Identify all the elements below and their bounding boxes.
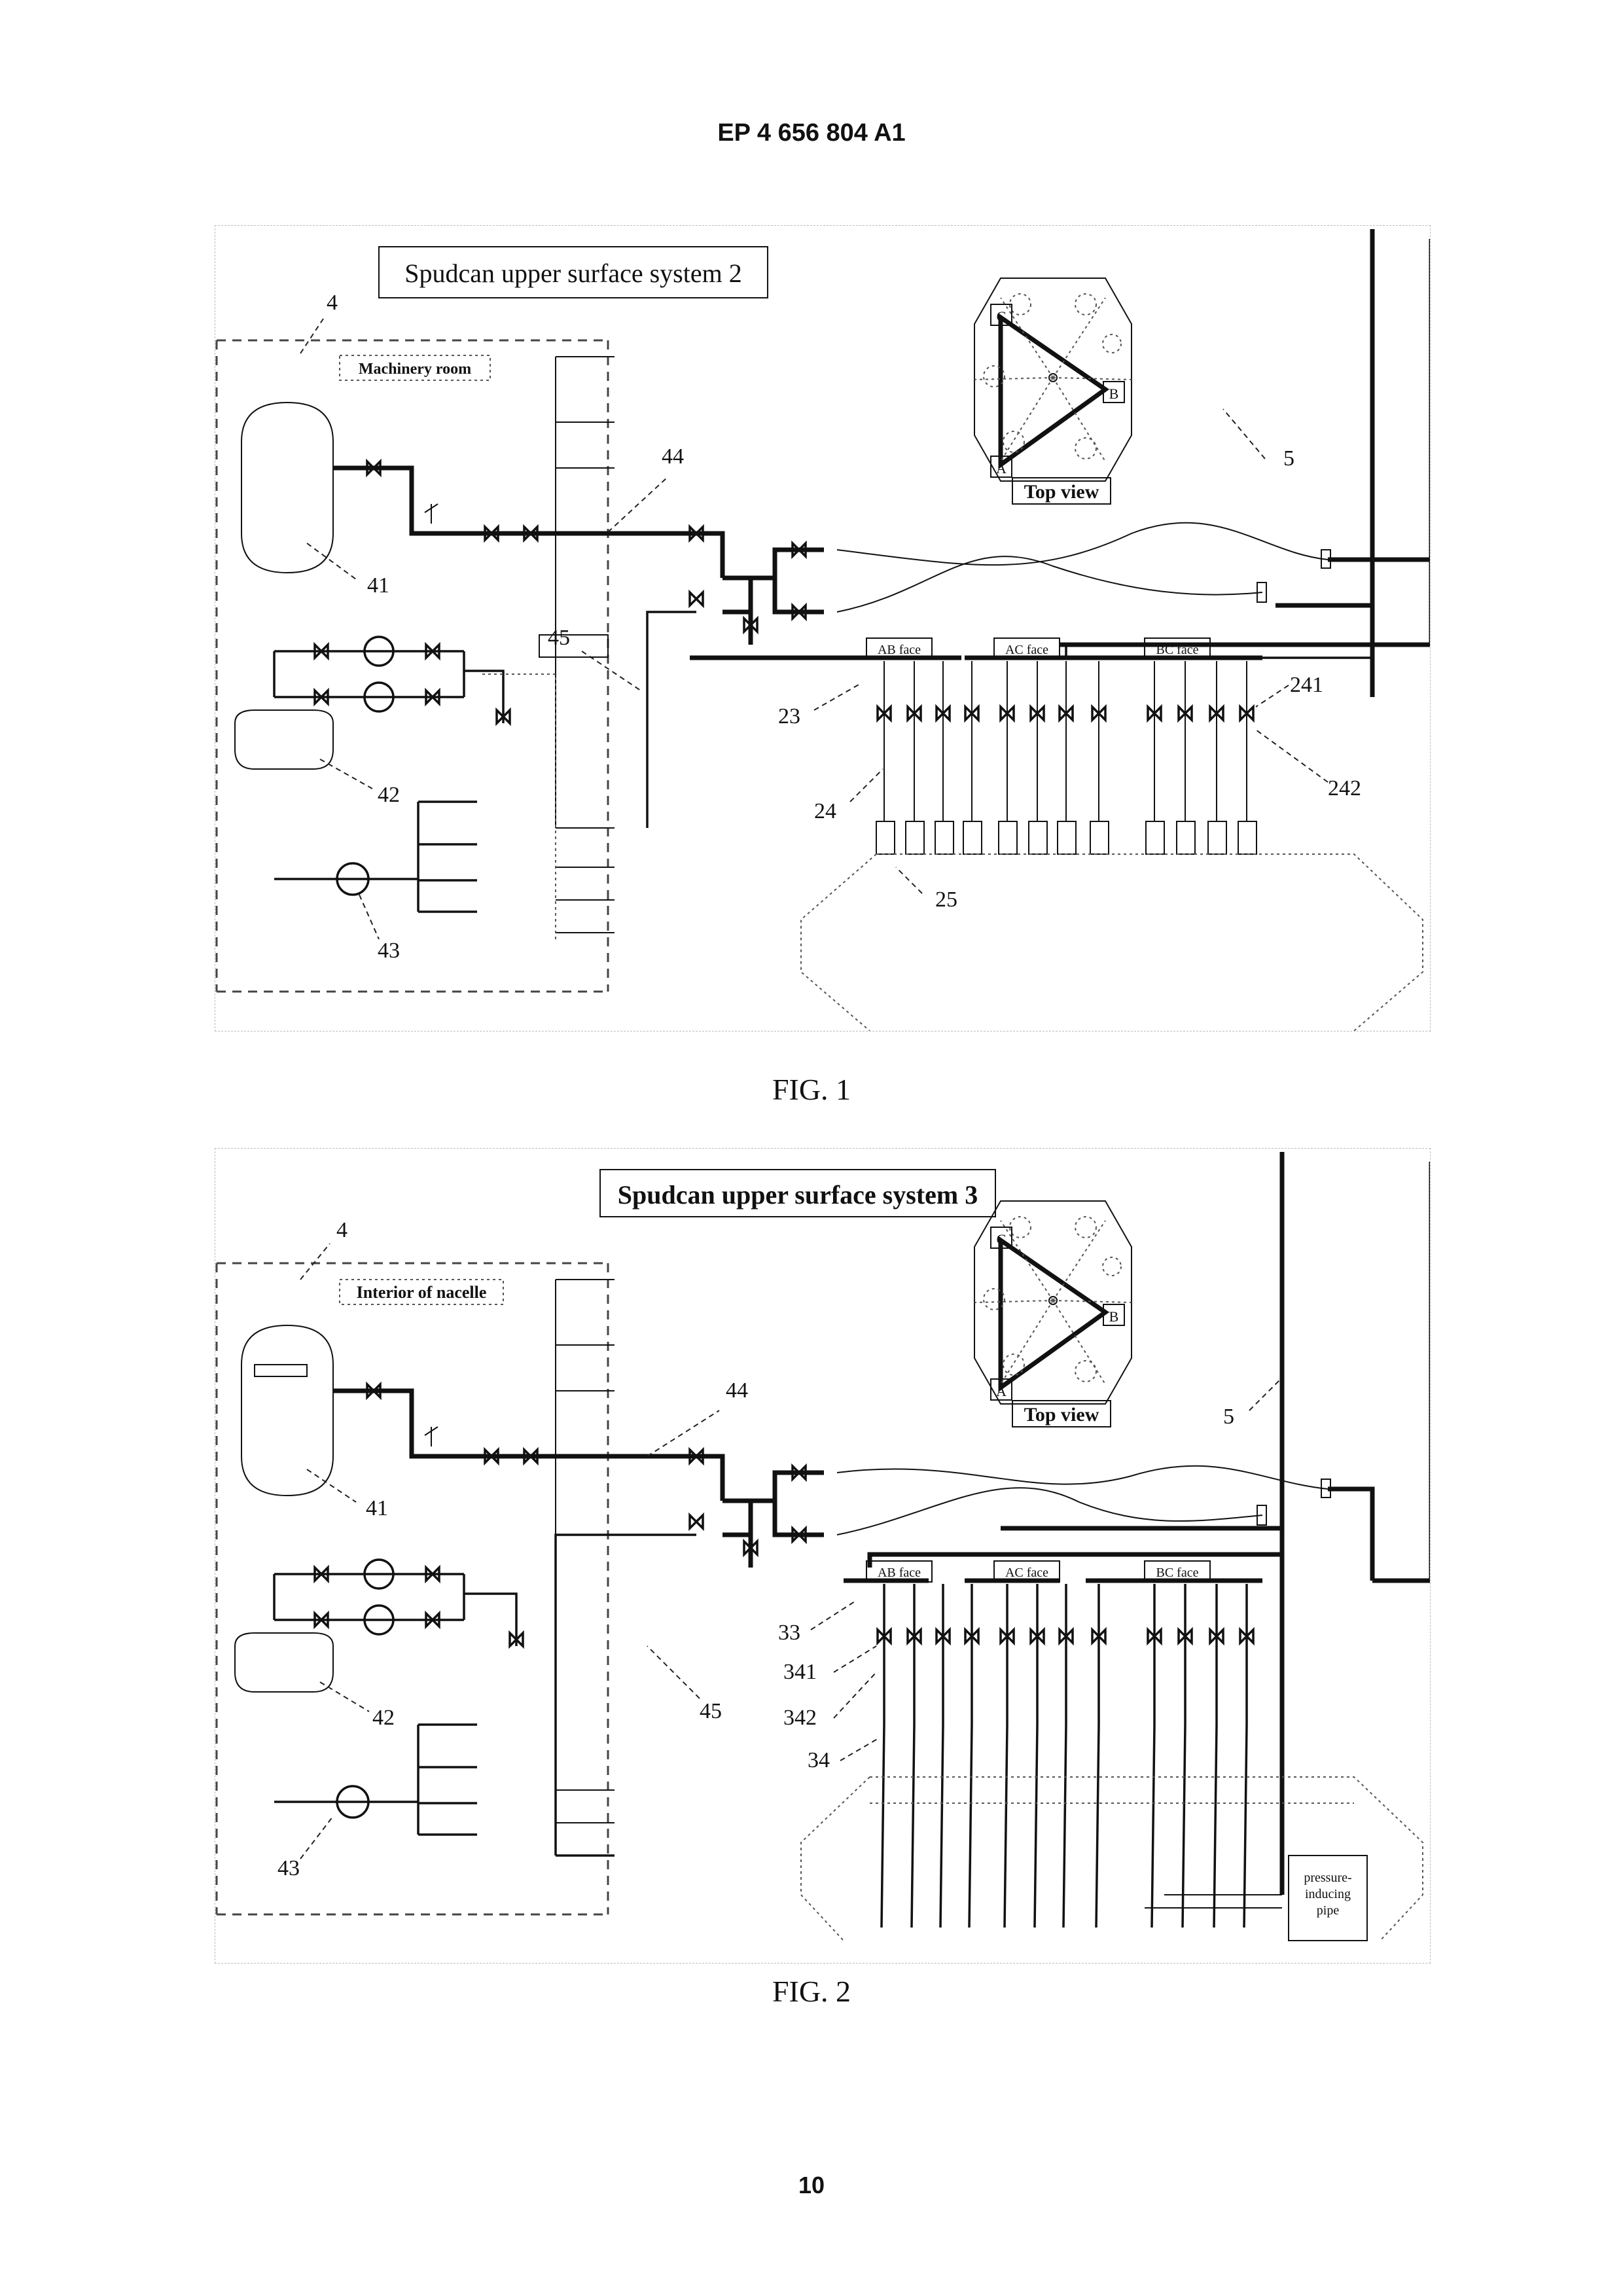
room-label: Interior of nacelle xyxy=(357,1283,487,1302)
pipe-45 xyxy=(647,612,696,828)
patent-header: EP 4 656 804 A1 xyxy=(0,119,1623,147)
spudcan-outline xyxy=(801,854,1423,1031)
ref-42: 42 xyxy=(372,1706,395,1730)
vertex-a: A xyxy=(996,460,1007,476)
tank-41 xyxy=(241,403,333,573)
vertex-c: C xyxy=(997,1231,1007,1247)
tank-42 xyxy=(235,1633,333,1692)
ref-41: 41 xyxy=(367,573,389,598)
ref-33: 33 xyxy=(778,1621,800,1645)
ref-5: 5 xyxy=(1283,446,1294,471)
figure-2-caption: FIG. 2 xyxy=(0,1974,1623,2009)
ref-25: 25 xyxy=(935,888,957,912)
face-ab-label: AB face xyxy=(878,643,921,657)
tank-42 xyxy=(235,710,333,769)
relief-valve xyxy=(425,504,438,524)
ref-4: 4 xyxy=(336,1218,348,1242)
face-bc-label: BC face xyxy=(1156,1566,1199,1580)
vertex-a: A xyxy=(996,1383,1007,1399)
figure-title: Spudcan upper surface system 2 xyxy=(404,259,741,288)
vertex-c: C xyxy=(997,308,1007,325)
ref-241: 241 xyxy=(1290,673,1323,697)
ref-44: 44 xyxy=(662,444,684,469)
top-view-label: Top view xyxy=(1024,1404,1099,1426)
ref-242: 242 xyxy=(1328,776,1361,800)
vertex-b: B xyxy=(1109,1308,1119,1325)
top-view: C B A Top view xyxy=(974,278,1132,504)
figure-title: Spudcan upper surface system 3 xyxy=(618,1180,978,1210)
ref-341: 341 xyxy=(783,1660,817,1684)
figure-1-caption: FIG. 1 xyxy=(0,1072,1623,1107)
ref-44: 44 xyxy=(726,1378,748,1403)
face-bc-label: BC face xyxy=(1156,643,1199,657)
room-label: Machinery room xyxy=(359,361,471,378)
ref-34: 34 xyxy=(808,1748,830,1772)
face-ab-label: AB face xyxy=(878,1566,921,1580)
ref-43: 43 xyxy=(378,939,400,963)
face-ac-label: AC face xyxy=(1005,643,1048,657)
ref-23: 23 xyxy=(778,704,800,728)
hose-upper xyxy=(837,523,1328,565)
blocks-25 xyxy=(876,821,1257,854)
pipe-label-1: pressure- xyxy=(1304,1871,1351,1885)
ref-24: 24 xyxy=(814,799,836,823)
tank-41 xyxy=(241,1325,333,1496)
ref-43: 43 xyxy=(277,1856,300,1880)
figure-2-diagram: Spudcan upper surface system 3 Interior … xyxy=(215,1149,1430,1963)
face-ac-label: AC face xyxy=(1005,1566,1048,1580)
triangle-abc xyxy=(1001,317,1105,465)
page-number: 10 xyxy=(0,2172,1623,2199)
figure-2: Spudcan upper surface system 3 Interior … xyxy=(215,1148,1431,1964)
ref-45: 45 xyxy=(700,1699,722,1723)
drop-lines xyxy=(884,661,1247,821)
pipe-45 xyxy=(556,1535,696,1856)
pipe-label-3: pipe xyxy=(1317,1903,1340,1918)
ref-45: 45 xyxy=(548,626,570,650)
figure-1: Spudcan upper surface system 2 Machinery… xyxy=(215,225,1431,1031)
ref-342: 342 xyxy=(783,1706,817,1730)
ref-42: 42 xyxy=(378,783,400,807)
top-view: C B A Top view xyxy=(974,1201,1132,1427)
ref-41: 41 xyxy=(366,1496,388,1520)
figure-1-diagram: Spudcan upper surface system 2 Machinery… xyxy=(215,226,1430,1031)
ref-4: 4 xyxy=(327,291,338,315)
top-view-label: Top view xyxy=(1024,481,1099,503)
ref-5: 5 xyxy=(1223,1405,1234,1429)
pipe-44 xyxy=(333,468,722,578)
valve xyxy=(690,592,703,605)
vertex-b: B xyxy=(1109,386,1119,402)
pipe-label-2: inducing xyxy=(1305,1887,1351,1901)
hose-lower xyxy=(837,556,1262,612)
